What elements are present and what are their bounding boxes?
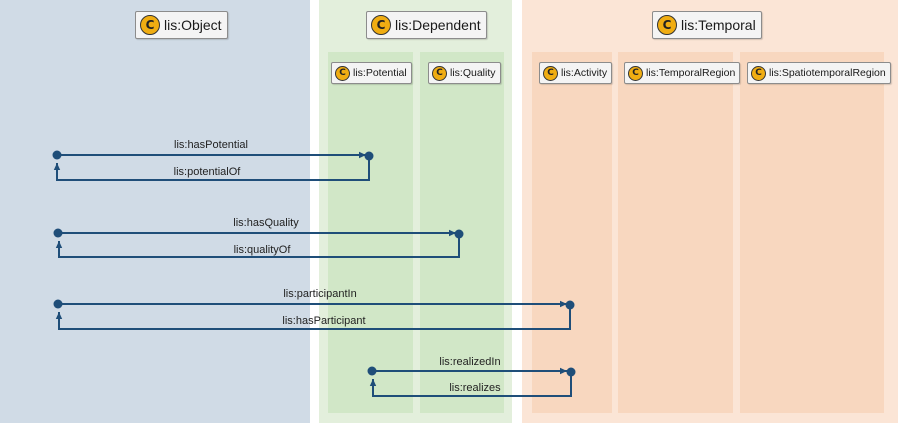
- source-node[interactable]: [52, 150, 62, 160]
- class-label: lis:Activity: [561, 67, 608, 79]
- class-label: lis:Dependent: [395, 17, 481, 33]
- class-badge-icon: C: [657, 15, 677, 35]
- class-badge-icon: C: [628, 65, 643, 81]
- relation-quality: lis:hasQuality lis:qualityOf: [53, 217, 464, 258]
- source-node[interactable]: [367, 366, 377, 376]
- inverse-label: lis:potentialOf: [174, 166, 242, 178]
- relation-realization: lis:realizedIn lis:realizes: [367, 356, 576, 397]
- class-lis-temporal[interactable]: C lis:Temporal: [652, 11, 762, 39]
- source-node[interactable]: [53, 299, 63, 309]
- class-label: lis:Object: [164, 17, 222, 33]
- class-label: lis:SpatiotemporalRegion: [769, 67, 886, 79]
- relation-participant: lis:participantIn lis:hasParticipant: [53, 288, 575, 330]
- activity-column: [532, 52, 612, 413]
- class-badge-icon: C: [543, 65, 558, 81]
- inverse-arrow[interactable]: [55, 234, 460, 258]
- class-badge-icon: C: [751, 65, 766, 81]
- class-lis-object[interactable]: C lis:Object: [135, 11, 228, 39]
- inverse-arrow[interactable]: [55, 305, 571, 330]
- class-badge-icon: C: [335, 65, 350, 81]
- inverse-arrow[interactable]: [53, 156, 370, 181]
- source-node[interactable]: [53, 228, 63, 238]
- target-node[interactable]: [565, 300, 575, 310]
- relation-potential: lis:hasPotential lis:potentialOf: [52, 139, 374, 181]
- temporal-region-column: [618, 52, 733, 413]
- forward-label: lis:participantIn: [283, 288, 356, 300]
- class-lis-temporal-region[interactable]: C lis:TemporalRegion: [624, 62, 741, 84]
- class-label: lis:TemporalRegion: [646, 67, 736, 79]
- forward-label: lis:realizedIn: [439, 356, 500, 368]
- class-lis-activity[interactable]: C lis:Activity: [539, 62, 613, 84]
- class-badge-icon: C: [140, 15, 160, 35]
- inverse-label: lis:hasParticipant: [282, 315, 365, 327]
- spatiotemporal-region-column: [740, 52, 884, 413]
- target-node[interactable]: [454, 229, 464, 239]
- class-badge-icon: C: [432, 65, 447, 81]
- target-node[interactable]: [364, 151, 374, 161]
- class-lis-spatiotemporal-region[interactable]: C lis:SpatiotemporalRegion: [747, 62, 891, 84]
- inverse-label: lis:realizes: [449, 382, 501, 394]
- class-lis-potential[interactable]: C lis:Potential: [331, 62, 412, 84]
- forward-label: lis:hasPotential: [174, 139, 248, 151]
- class-label: lis:Potential: [353, 67, 407, 79]
- forward-label: lis:hasQuality: [233, 217, 299, 229]
- object-panel: [0, 0, 310, 423]
- inverse-label: lis:qualityOf: [234, 244, 292, 256]
- class-lis-quality[interactable]: C lis:Quality: [428, 62, 501, 84]
- class-lis-dependent[interactable]: C lis:Dependent: [366, 11, 487, 39]
- target-node[interactable]: [566, 367, 576, 377]
- inverse-arrow[interactable]: [369, 372, 572, 397]
- class-label: lis:Temporal: [681, 17, 756, 33]
- class-badge-icon: C: [371, 15, 391, 35]
- class-label: lis:Quality: [450, 67, 496, 79]
